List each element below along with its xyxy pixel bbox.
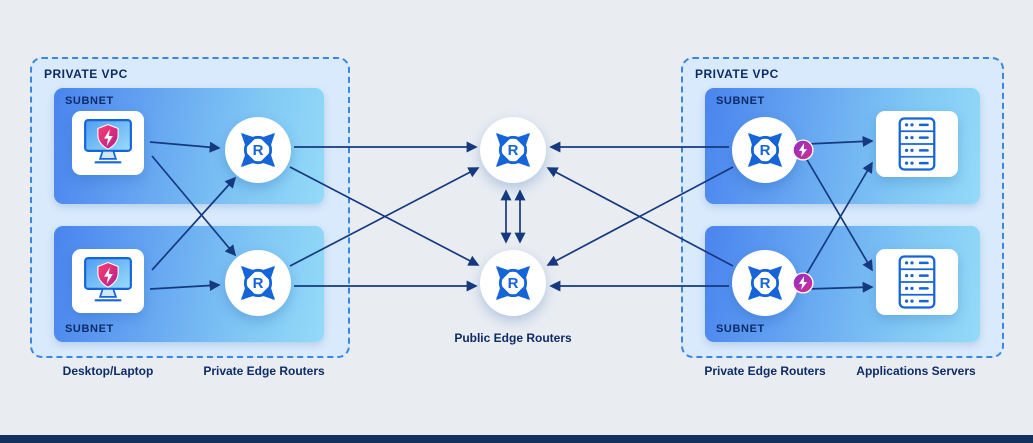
private-edge-router-left-bottom: [225, 250, 291, 316]
private-vpc-left: PRIVATE VPC SUBNET SUBNET: [30, 57, 350, 358]
caption-private-edge-routers-left: Private Edge Routers: [203, 364, 325, 378]
lightning-badge-icon: [792, 139, 814, 161]
router-icon: [735, 120, 795, 180]
caption-desktop-laptop: Desktop/Laptop: [62, 364, 154, 378]
desktop-with-shield-icon: [76, 114, 140, 172]
private-edge-router-right-bottom: [732, 250, 798, 316]
application-server-node-top: [876, 111, 958, 177]
caption-applications-servers: Applications Servers: [856, 364, 976, 378]
subnet-label: SUBNET: [65, 323, 114, 335]
router-icon: [483, 120, 543, 180]
vpc-title-right: PRIVATE VPC: [695, 67, 779, 81]
subnet-label: SUBNET: [716, 323, 765, 335]
router-icon: [228, 120, 288, 180]
caption-private-edge-routers-right: Private Edge Routers: [704, 364, 826, 378]
server-rack-icon: [880, 114, 954, 174]
server-rack-icon: [880, 252, 954, 312]
router-icon: [483, 253, 543, 313]
vpc-title-left: PRIVATE VPC: [44, 67, 128, 81]
bottom-bar: [0, 435, 1033, 443]
desktop-with-shield-icon: [76, 252, 140, 310]
desktop-laptop-node-bottom: [72, 249, 144, 313]
caption-public-edge-routers: Public Edge Routers: [454, 331, 572, 345]
subnet-label: SUBNET: [716, 95, 765, 107]
private-edge-router-right-top: [732, 117, 798, 183]
lightning-badge-icon: [792, 272, 814, 294]
public-edge-router-bottom: [480, 250, 546, 316]
application-server-node-bottom: [876, 249, 958, 315]
desktop-laptop-node-top: [72, 111, 144, 175]
router-icon: [228, 253, 288, 313]
private-vpc-right: PRIVATE VPC SUBNET SUBNET: [681, 57, 1004, 358]
router-icon: [735, 253, 795, 313]
private-edge-router-left-top: [225, 117, 291, 183]
subnet-label: SUBNET: [65, 95, 114, 107]
public-edge-router-top: [480, 117, 546, 183]
